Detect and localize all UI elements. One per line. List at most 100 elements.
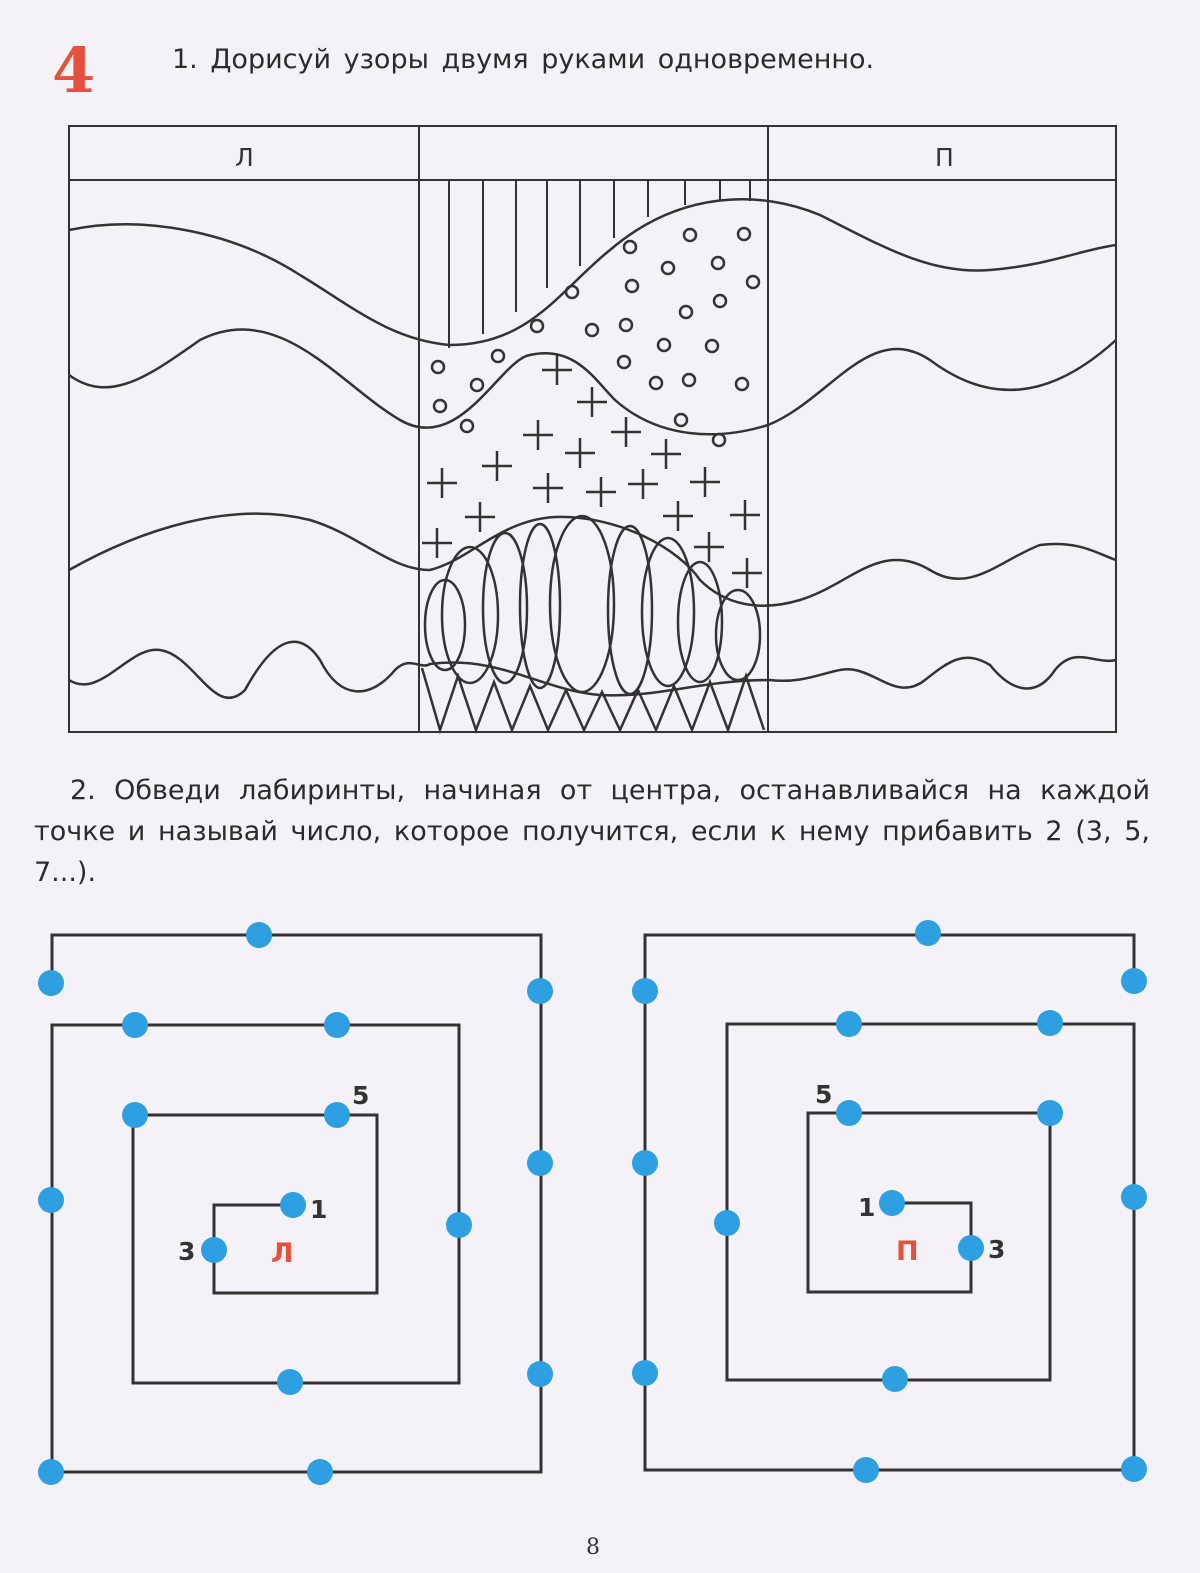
pattern-plus: [577, 387, 607, 417]
wave-line-1: [68, 198, 1117, 347]
maze-dot[interactable]: [958, 1235, 984, 1261]
maze-dot[interactable]: [632, 978, 658, 1004]
pattern-plus: [565, 438, 595, 468]
pattern-circle: [660, 260, 676, 276]
maze-dot[interactable]: [280, 1192, 306, 1218]
wave-line-4: [68, 640, 1117, 699]
pattern-plus: [628, 469, 658, 499]
pattern-circle: [564, 284, 580, 300]
pattern-plus: [690, 467, 720, 497]
pattern-plus: [465, 502, 495, 532]
pattern-circle: [711, 432, 727, 448]
maze-right-hand-label: П: [896, 1236, 919, 1267]
maze-dot[interactable]: [527, 1150, 553, 1176]
pattern-circle: [624, 278, 640, 294]
maze-dot[interactable]: [527, 1361, 553, 1387]
maze-dot[interactable]: [324, 1102, 350, 1128]
stripe-pattern: [418, 180, 751, 348]
maze-left-number-5: 5: [352, 1081, 369, 1110]
maze-left-dots: [38, 922, 553, 1485]
pattern-circle: [618, 317, 634, 333]
task1-instruction: 1. Дорисуй узоры двумя руками одновремен…: [172, 44, 875, 75]
pattern-circle: [459, 418, 475, 434]
pattern-plus: [730, 500, 760, 530]
task2-instruction: 2. Обведи лабиринты, начиная от центра, …: [34, 775, 1150, 888]
pattern-circle: [584, 322, 600, 338]
pattern-circle: [432, 398, 448, 414]
maze-dot[interactable]: [277, 1369, 303, 1395]
maze-right-number-5: 5: [815, 1080, 832, 1109]
pattern-circle: [616, 354, 632, 370]
wave-line-2: [68, 328, 1117, 436]
maze-dot[interactable]: [836, 1100, 862, 1126]
pattern-plus: [611, 417, 641, 447]
pattern-plus: [533, 473, 563, 503]
maze-dot[interactable]: [632, 1360, 658, 1386]
pattern-circle: [656, 337, 672, 353]
maze-dot[interactable]: [915, 920, 941, 946]
maze-left-hand-label: Л: [271, 1238, 293, 1269]
maze-dot[interactable]: [307, 1459, 333, 1485]
zigzag-pattern: [420, 667, 766, 735]
maze-dot[interactable]: [1037, 1010, 1063, 1036]
maze-left-path: [50, 933, 543, 1474]
maze-dot[interactable]: [527, 978, 553, 1004]
maze-dot[interactable]: [632, 1150, 658, 1176]
maze-left-number-3: 3: [178, 1237, 195, 1266]
maze-dot[interactable]: [1037, 1100, 1063, 1126]
maze-dot[interactable]: [1121, 1456, 1147, 1482]
wave-line-3: [68, 512, 1117, 607]
pattern-table-border: [68, 125, 1117, 733]
pattern-circle: [469, 377, 485, 393]
pattern-circle: [712, 293, 728, 309]
pattern-circle: [622, 239, 638, 255]
maze-dot[interactable]: [853, 1457, 879, 1483]
pattern-plus: [542, 355, 572, 385]
lesson-number: 4: [52, 34, 96, 107]
pattern-plus: [422, 528, 452, 558]
maze-left-number-1: 1: [310, 1195, 327, 1224]
pattern-circle: [678, 304, 694, 320]
maze-dot[interactable]: [879, 1190, 905, 1216]
maze-dot[interactable]: [38, 970, 64, 996]
maze-dot[interactable]: [201, 1237, 227, 1263]
pattern-plus: [427, 468, 457, 498]
maze-dot[interactable]: [38, 1459, 64, 1485]
maze-right-dots: [632, 920, 1147, 1483]
maze-dot[interactable]: [446, 1212, 472, 1238]
maze-dot[interactable]: [38, 1187, 64, 1213]
maze-right-path: [643, 933, 1136, 1472]
maze-dot[interactable]: [1121, 968, 1147, 994]
column-right-label: П: [935, 143, 954, 172]
pattern-plus: [523, 420, 553, 450]
pattern-circle: [682, 227, 698, 243]
ellipse-pattern: [423, 514, 762, 696]
plus-pattern: [422, 355, 762, 588]
maze-right-number-1: 1: [858, 1193, 875, 1222]
pattern-circle: [648, 375, 664, 391]
maze-dot[interactable]: [1121, 1184, 1147, 1210]
pattern-plus: [482, 451, 512, 481]
pattern-circle: [704, 338, 720, 354]
maze-right-number-3: 3: [988, 1235, 1005, 1264]
pattern-circle: [681, 372, 697, 388]
maze-dot[interactable]: [246, 922, 272, 948]
pattern-circle: [673, 412, 689, 428]
pattern-plus: [663, 501, 693, 531]
maze-dot[interactable]: [122, 1012, 148, 1038]
pattern-table: Л П: [68, 125, 1117, 735]
pattern-circle: [710, 255, 726, 271]
maze-dot[interactable]: [714, 1210, 740, 1236]
pattern-plus: [694, 532, 724, 562]
pattern-circle: [430, 359, 446, 375]
pattern-circle: [734, 376, 750, 392]
pattern-plus: [651, 439, 681, 469]
column-left-label: Л: [235, 143, 254, 172]
maze-dot[interactable]: [882, 1366, 908, 1392]
circle-pattern: [430, 226, 761, 448]
maze-dot[interactable]: [122, 1102, 148, 1128]
maze-dot[interactable]: [324, 1012, 350, 1038]
maze-dot[interactable]: [836, 1011, 862, 1037]
pattern-plus: [732, 558, 762, 588]
pattern-plus: [586, 477, 616, 507]
